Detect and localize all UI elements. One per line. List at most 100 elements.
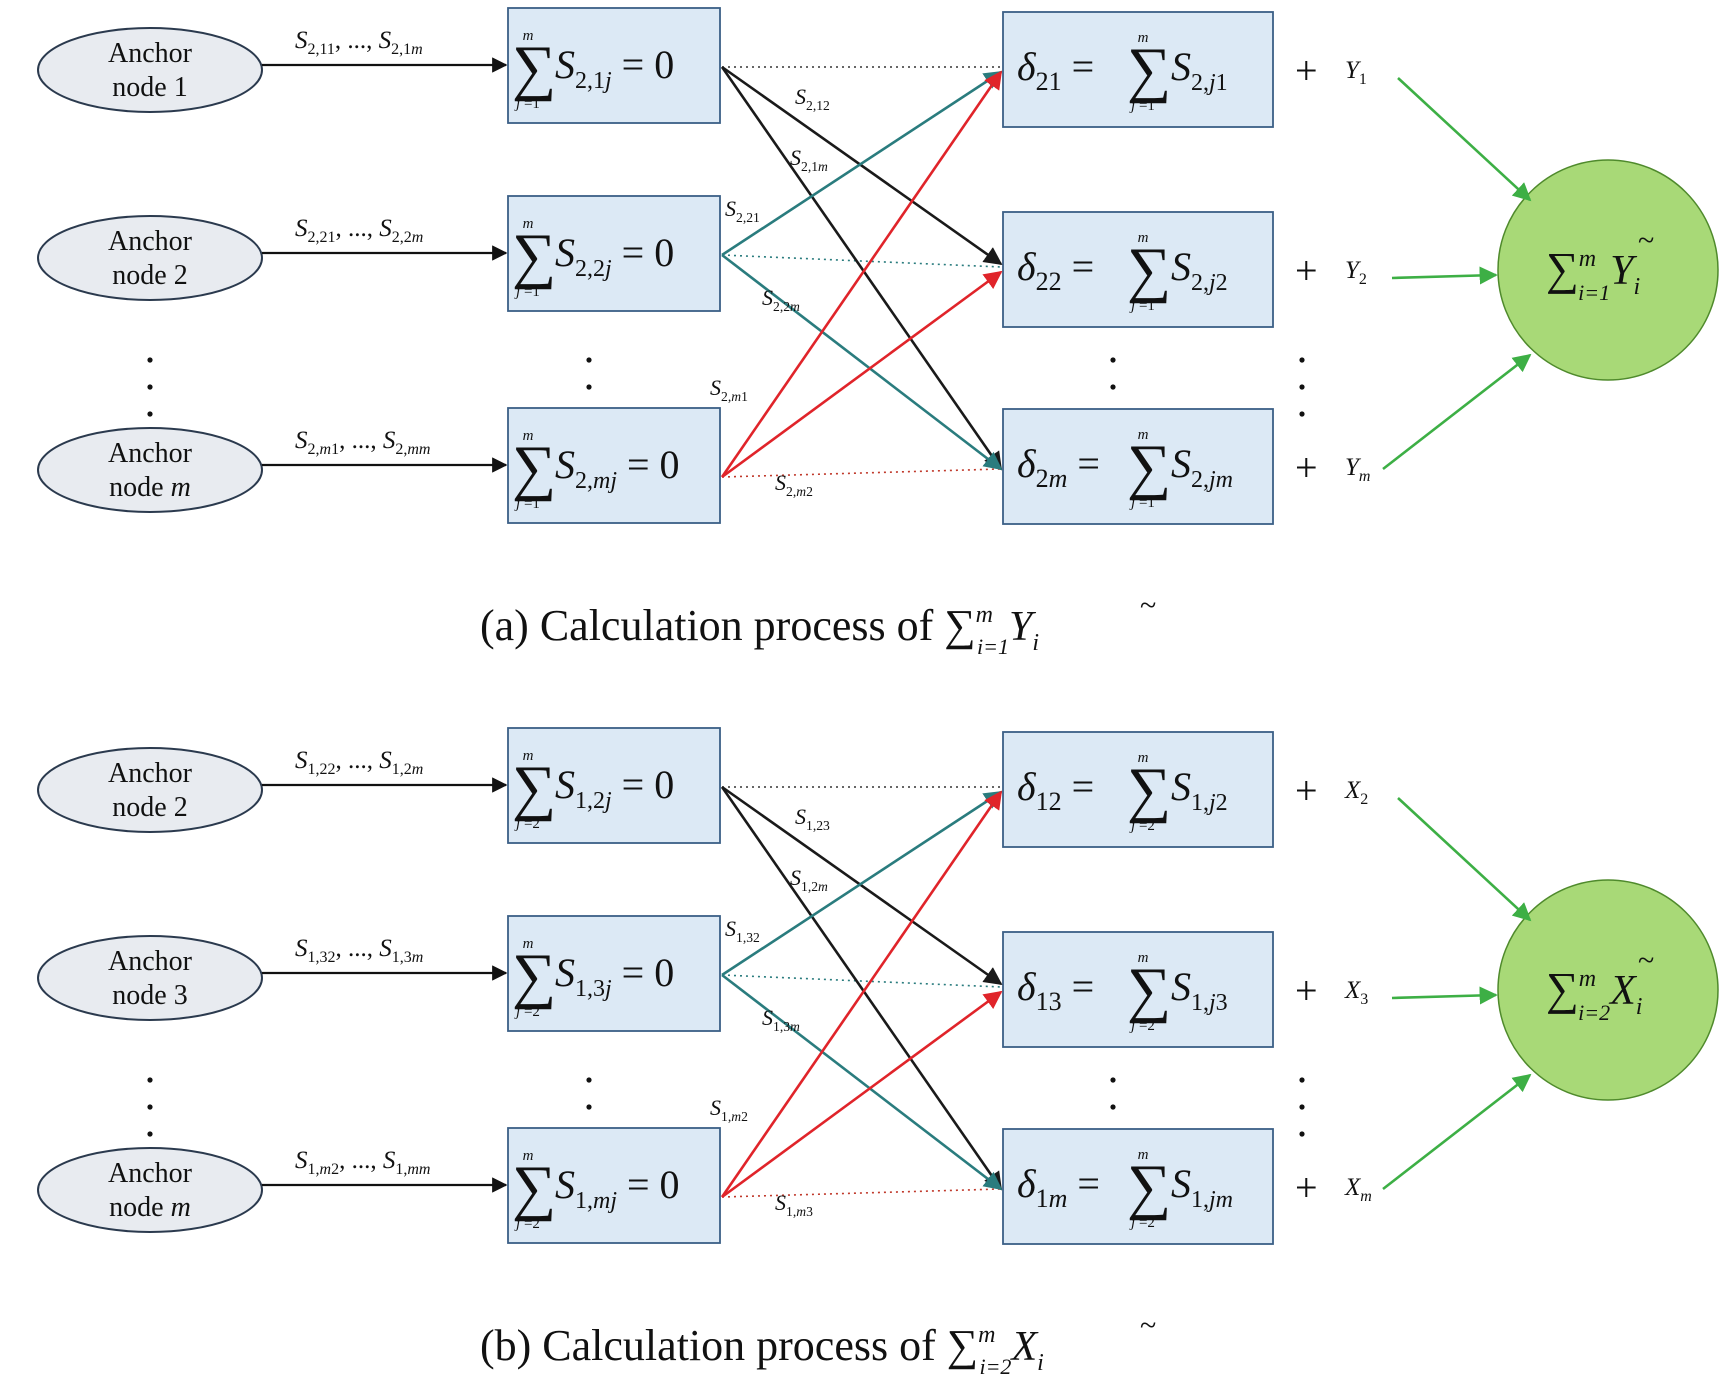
green-arrow-3 — [1382, 1073, 1532, 1191]
sum-box-1-lower: j =2 — [514, 816, 540, 832]
delta-box-1-lower: j =1 — [1129, 98, 1155, 114]
edge-red-2 — [721, 270, 1003, 479]
anchor-label-line1: Anchor — [108, 1158, 193, 1189]
green-arrow-2 — [1391, 266, 1498, 285]
plus-var-3: Ym — [1345, 454, 1370, 485]
green-arrow-1 — [1397, 77, 1532, 202]
delta-box-1-upper: m — [1138, 30, 1149, 46]
edge-label-5: S2,m1 — [710, 375, 748, 404]
delta-sum-term: S1,j2 — [1171, 764, 1228, 816]
delta-box-3-upper: m — [1138, 1147, 1149, 1163]
result-circle — [1497, 879, 1719, 1101]
ellipsis-anchors — [147, 411, 153, 417]
anchor-label-line2: node 1 — [112, 72, 187, 103]
delta-box-3 — [1002, 1128, 1274, 1245]
sum-box-2-sigma: ∑ — [512, 222, 556, 290]
delta-box-2 — [1002, 211, 1274, 328]
sum-box-2-lower: j =1 — [514, 284, 540, 300]
plus-var-2: Y2 — [1345, 257, 1367, 288]
plus-var-1: Y1 — [1345, 57, 1367, 88]
sum-box-3-upper: m — [523, 428, 534, 444]
sum-box-2-sigma: ∑ — [512, 942, 556, 1010]
edge-red-1 — [720, 790, 1003, 1198]
caption-tilde: ~ — [1140, 589, 1156, 622]
ellipsis-plus — [1299, 411, 1305, 417]
edge-label-2: S2,1m — [790, 145, 828, 174]
ellipsis-deltas — [1110, 384, 1116, 390]
sum-box-2-upper: m — [523, 216, 534, 232]
delta-box-2-sigma: ∑ — [1127, 956, 1171, 1024]
sum-box-3 — [507, 1127, 721, 1244]
sum-box-2-upper: m — [523, 936, 534, 952]
anchor-label-line1: Anchor — [108, 38, 193, 69]
sum-box-3-lower: j =1 — [514, 496, 540, 512]
sum-box-2-lower: j =2 — [514, 1004, 540, 1020]
sum-box-1 — [507, 727, 721, 844]
delta-expression: δ22 = — [1017, 244, 1094, 296]
ellipsis-anchors — [147, 1131, 153, 1137]
edge-label-6: S2,m2 — [775, 470, 813, 499]
edge-label-3: S2,21 — [725, 196, 760, 225]
dotted-edge-2 — [721, 254, 1002, 268]
edge-teal-1 — [721, 70, 1003, 257]
delta-box-3-upper: m — [1138, 427, 1149, 443]
delta-expression: δ13 = — [1017, 964, 1094, 1016]
edge-label-1: S1,23 — [795, 804, 830, 833]
sum-box-1 — [507, 7, 721, 124]
ellipsis-plus — [1299, 1131, 1305, 1137]
delta-sum-term: S2,j1 — [1171, 44, 1228, 96]
edge-red-2 — [721, 990, 1003, 1199]
edge-label-4: S1,3m — [762, 1005, 800, 1034]
input-label: S2,21, ..., S2,2m — [295, 215, 423, 246]
input-label: S1,m2, ..., S1,mm — [295, 1147, 430, 1178]
delta-box-2-sigma: ∑ — [1127, 236, 1171, 304]
delta-box-1-lower: j =2 — [1129, 818, 1155, 834]
delta-box-1-sigma: ∑ — [1127, 36, 1171, 104]
sum-box-1-lower: j =1 — [514, 96, 540, 112]
delta-box-2 — [1002, 931, 1274, 1048]
sum-box-3-upper: m — [523, 1148, 534, 1164]
dotted-edge-2 — [721, 974, 1002, 988]
plus-var-2: X3 — [1344, 977, 1368, 1008]
anchor-label-line1: Anchor — [108, 226, 193, 257]
delta-expression: δ1m = — [1017, 1161, 1100, 1213]
sum-box-1-upper: m — [523, 748, 534, 764]
ellipsis-deltas — [1110, 1077, 1116, 1083]
delta-expression: δ2m = — [1017, 441, 1100, 493]
delta-sum-term: S1,jm — [1171, 1161, 1233, 1213]
delta-box-2-lower: j =2 — [1129, 1018, 1155, 1034]
sum-box-expression: S2,2j = 0 — [555, 230, 674, 282]
plus-var-1: X2 — [1344, 777, 1368, 808]
edge-teal-2 — [721, 973, 1003, 1191]
sum-box-expression: S1,2j = 0 — [555, 762, 674, 814]
edge-black-1 — [721, 785, 1003, 986]
plus-term-2: + — [1295, 248, 1318, 293]
ellipsis-anchors — [147, 1077, 153, 1083]
delta-box-1 — [1002, 731, 1274, 848]
delta-sum-term: S2,jm — [1171, 441, 1233, 493]
result-circle — [1497, 159, 1719, 381]
anchor-label-line1: Anchor — [108, 758, 193, 789]
edge-black-1 — [721, 65, 1003, 266]
ellipsis-deltas — [1110, 1104, 1116, 1110]
anchor-label-line2: node 3 — [112, 980, 187, 1011]
ellipsis-sums — [586, 357, 592, 363]
plus-term-1: + — [1295, 48, 1318, 93]
delta-box-2-upper: m — [1138, 950, 1149, 966]
plus-var-3: Xm — [1344, 1174, 1372, 1205]
edge-label-6: S1,m3 — [775, 1190, 813, 1219]
edge-label-3: S1,32 — [725, 916, 760, 945]
delta-sum-term: S2,j2 — [1171, 244, 1228, 296]
ellipsis-sums — [586, 1104, 592, 1110]
sum-box-3-lower: j =2 — [514, 1216, 540, 1232]
ellipsis-anchors — [147, 1104, 153, 1110]
result-tilde: ~ — [1638, 224, 1654, 257]
anchor-node-1 — [37, 747, 263, 833]
sum-box-1-sigma: ∑ — [512, 754, 556, 822]
edge-black-2 — [720, 66, 1003, 471]
